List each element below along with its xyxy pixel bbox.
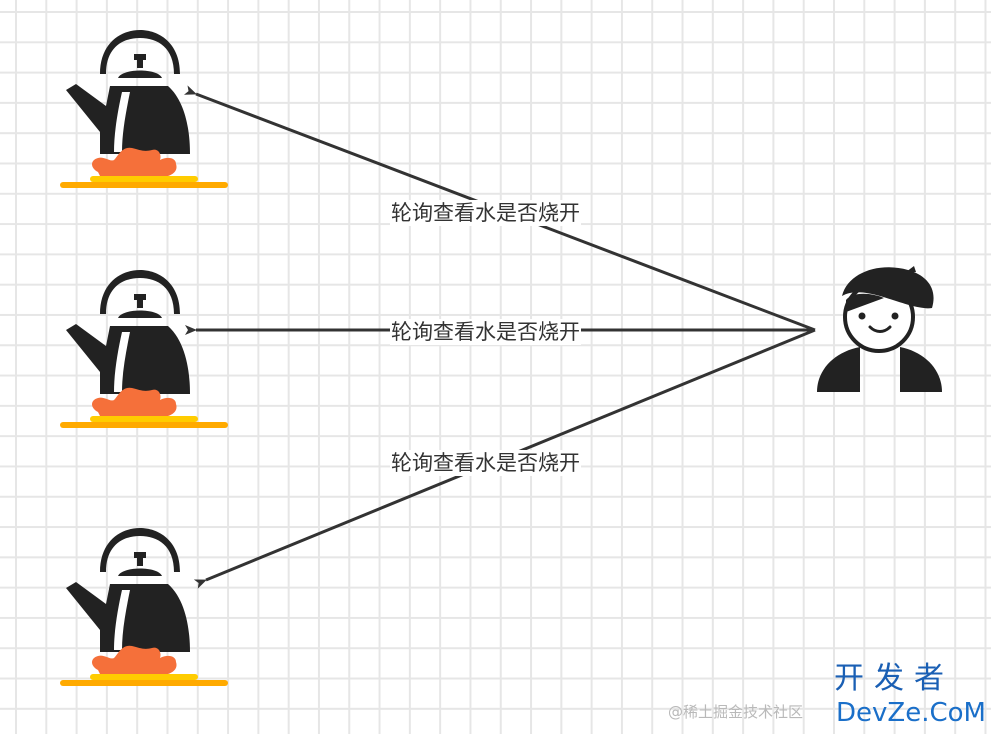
edge-label-1: 轮询查看水是否烧开 — [390, 200, 581, 226]
developer-node — [817, 266, 942, 392]
watermark-cn: 开发者 — [834, 661, 954, 696]
kettle-on-stove-icon — [60, 270, 228, 428]
kettle-on-stove-icon — [60, 528, 228, 686]
person-beret-icon — [817, 266, 942, 392]
edge-label-2: 轮询查看水是否烧开 — [390, 319, 581, 345]
kettle-node-3 — [60, 528, 228, 686]
kettle-node-2 — [60, 270, 228, 428]
kettle-node-1 — [60, 30, 228, 188]
edge-label-3: 轮询查看水是否烧开 — [390, 450, 581, 476]
watermark-juejin: @稀土掘金技术社区 — [668, 703, 804, 721]
kettle-on-stove-icon — [60, 30, 228, 188]
watermark-en: DevZe.CoM — [836, 698, 986, 728]
